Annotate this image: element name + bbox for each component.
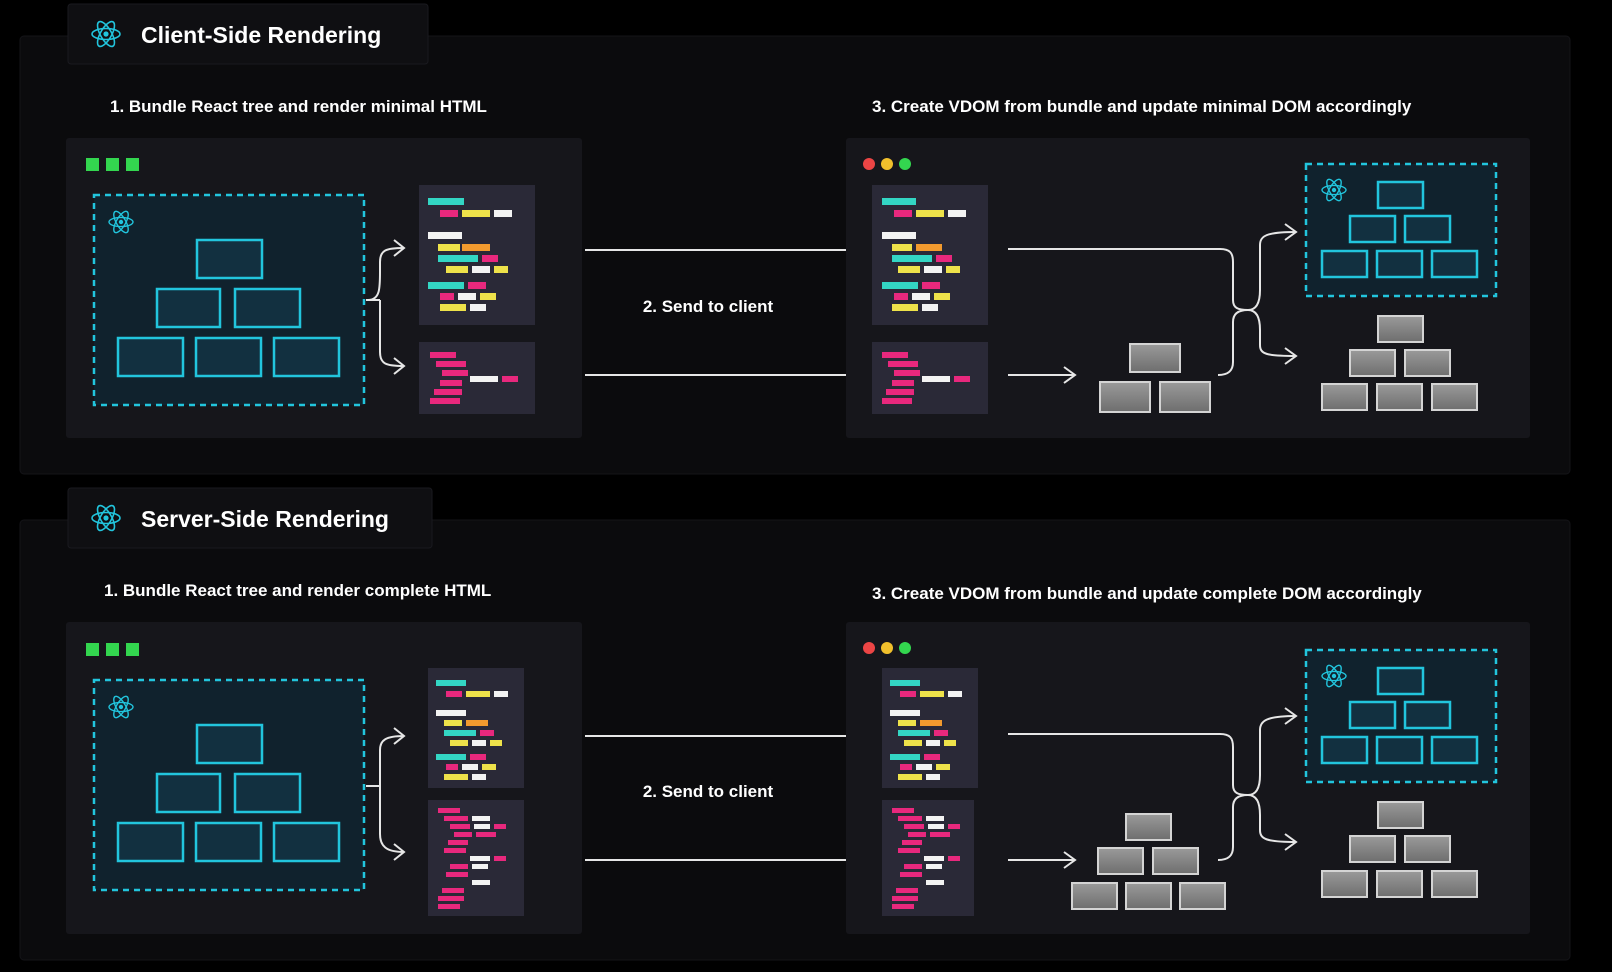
step-2-label: 2. Send to client: [643, 782, 774, 801]
virtual-dom-tree: [1304, 648, 1498, 784]
server-card: [66, 138, 582, 438]
js-bundle-icon: [872, 342, 988, 414]
react-component-tree: [92, 193, 366, 407]
step-3-label: 3. Create VDOM from bundle and update co…: [872, 584, 1422, 603]
html-document-icon: [419, 185, 535, 325]
branch-brace: [367, 247, 405, 367]
section-client-side-rendering: Client-Side Rendering 1. Bundle React tr…: [19, 3, 1571, 475]
window-dots-traffic-light: [863, 158, 911, 170]
step-1-label: 1. Bundle React tree and render complete…: [104, 581, 491, 600]
window-dots-traffic-light: [863, 642, 911, 654]
dom-tree-complete: [1071, 813, 1226, 910]
section-server-side-rendering: Server-Side Rendering 1. Bundle React tr…: [19, 487, 1571, 961]
js-bundle-icon: [419, 342, 535, 414]
react-atom-icon: [108, 210, 134, 234]
step-3-label: 3. Create VDOM from bundle and update mi…: [872, 97, 1412, 116]
react-atom-icon: [1321, 664, 1347, 688]
dom-tree-updated: [1321, 315, 1478, 411]
react-component-tree: [92, 678, 366, 892]
section-title: Server-Side Rendering: [141, 506, 389, 532]
html-document-icon: [428, 668, 524, 788]
window-dots-green: [86, 643, 139, 656]
react-atom-icon: [108, 695, 134, 719]
merge-connector: [1008, 248, 1249, 376]
section-title-tab: Server-Side Rendering: [67, 487, 433, 549]
html-document-icon: [872, 185, 988, 325]
client-card: [846, 622, 1530, 934]
section-title: Client-Side Rendering: [141, 22, 381, 48]
client-card: [846, 138, 1530, 438]
merge-connector: [1008, 733, 1249, 861]
react-atom-icon: [91, 504, 121, 532]
step-1-label: 1. Bundle React tree and render minimal …: [110, 97, 487, 116]
window-dots-green: [86, 158, 139, 171]
virtual-dom-tree: [1304, 162, 1498, 298]
dom-tree-minimal: [1099, 343, 1211, 413]
dom-tree-updated: [1321, 801, 1478, 898]
js-bundle-icon: [428, 800, 524, 916]
step-2-label: 2. Send to client: [643, 297, 774, 316]
html-document-icon: [882, 668, 978, 788]
js-bundle-icon: [882, 800, 974, 916]
section-title-tab: Client-Side Rendering: [67, 3, 429, 65]
server-card: [66, 622, 582, 934]
react-atom-icon: [1321, 178, 1347, 202]
